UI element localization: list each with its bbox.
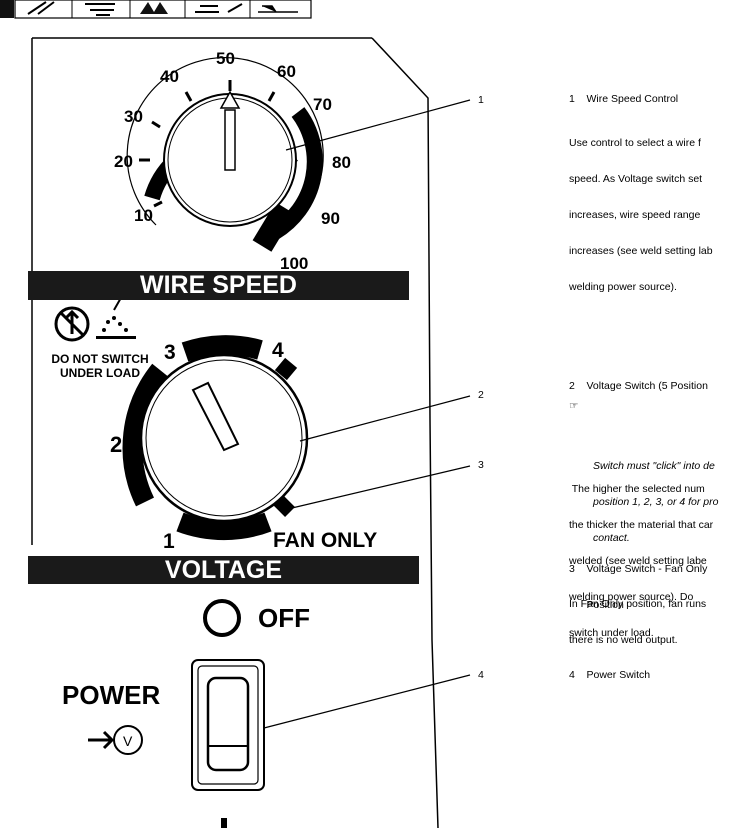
do-not-switch-warning: DO NOT SWITCH UNDER LOAD [51,352,149,380]
svg-text:V: V [123,733,133,749]
scale-label: 20 [114,152,133,171]
voltage-pointer [191,381,240,452]
item4-title: 4 Power Switch [569,669,651,681]
voltage-knob[interactable] [122,335,309,541]
scale-label: 40 [160,67,179,86]
scale-label: 90 [321,209,340,228]
item1-title: 1 Wire Speed Control [569,93,679,105]
scale-label: 30 [124,107,143,126]
off-label: OFF [258,603,310,633]
power-input-icon: V [88,725,143,755]
note-hand-icon: ☞ [569,400,579,412]
voltage-title: VOLTAGE [28,556,419,584]
callout-number: 1 [478,94,484,106]
voltage-scale: 1 2 3 4 FAN ONLY [110,339,377,553]
scale-label: 10 [134,206,153,225]
wire-speed-knob[interactable] [126,57,324,252]
wire-speed-scale: 10 20 30 40 50 60 70 80 90 100 [114,49,351,273]
voltage-position-label: 3 [164,341,176,364]
scale-label: 80 [332,153,351,172]
off-indicator-icon [203,599,241,637]
item2-note: ☞ Switch must "click" into de position 1… [569,400,719,544]
voltage-position-label: 2 [110,432,122,457]
wire-speed-pointer [224,109,236,171]
callout-number: 2 [478,389,484,401]
welding-arc-icon [96,295,136,339]
item3-body: In Fan Only position, fan runs there is … [569,598,707,646]
callout-number: 3 [478,459,484,471]
scale-label: 50 [216,49,235,68]
no-switch-warning-icon [54,306,90,342]
item3-title: 3 Voltage Switch - Fan Only Position [569,563,708,611]
voltage-position-label: 1 [163,530,175,553]
indicator-triangle-icon [219,90,241,109]
top-symbol-strip [0,0,312,19]
voltage-position-label: FAN ONLY [273,529,377,552]
callout-leaders [263,99,471,729]
callout-number: 4 [478,669,484,681]
scale-label: 100 [280,254,308,273]
power-label: POWER [62,680,161,710]
scale-label: 70 [313,95,332,114]
item2-title: 2 Voltage Switch (5 Position [569,380,708,392]
wire-speed-title: WIRE SPEED [28,271,409,300]
item1-body: Use control to select a wire f speed. As… [569,137,713,293]
item2-body: The higher the selected num the thicker … [569,483,714,639]
scale-label: 60 [277,62,296,81]
power-rocker-switch[interactable] [191,659,265,828]
voltage-position-label: 4 [272,339,284,362]
